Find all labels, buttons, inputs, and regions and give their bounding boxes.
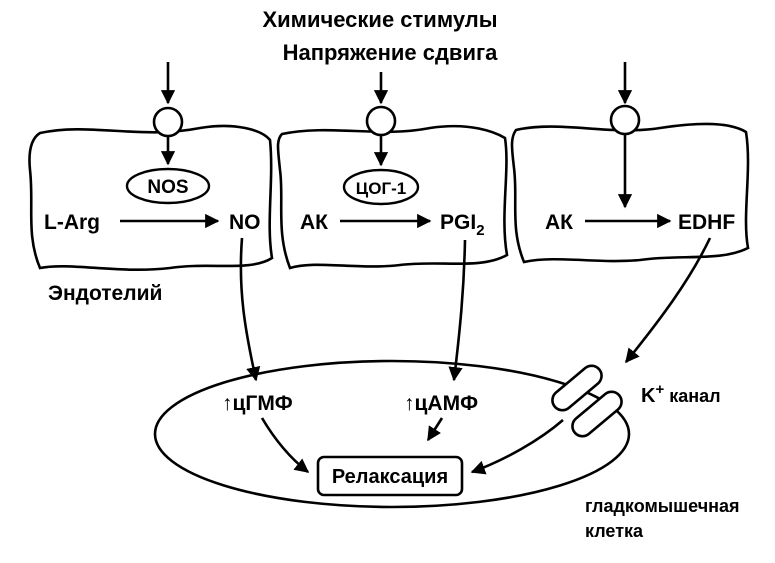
ak-label-cell2: АК [300, 211, 328, 234]
no-label: NO [229, 211, 261, 234]
cox1-enzyme-oval [342, 168, 420, 206]
receptor-circle-1 [152, 106, 184, 138]
receptor-circle-3 [609, 104, 641, 136]
edhf-to-k-channel-arrow [624, 237, 712, 364]
cgmp-to-relaxation-arrow [260, 417, 310, 474]
no-to-cgmp-arrow [239, 237, 261, 382]
endothelial-cell-2 [276, 124, 509, 270]
k-channel-lower [571, 390, 623, 438]
camp-to-relaxation-arrow [426, 417, 444, 442]
title-line-2: Напряжение сдвига [283, 40, 499, 65]
cgmp-label: ↑цГМФ [222, 392, 293, 415]
smooth-muscle-label-line-1: гладкомышечная [585, 496, 740, 516]
pgi2-label: PGI2 [440, 211, 485, 239]
receptor-circle-2 [365, 105, 397, 137]
k-channel-to-relaxation-arrow [470, 419, 564, 475]
k-channel-label: K+ канал [641, 381, 721, 407]
l-arg-label: L-Arg [44, 211, 100, 234]
endothelial-cell-3 [510, 122, 750, 264]
pgi2-to-camp-arrow [448, 239, 467, 382]
relaxation-label: Релаксация [332, 466, 448, 488]
relaxation-box [316, 455, 464, 497]
endothelium-label: Эндотелий [48, 282, 162, 305]
title-line-1: Химические стимулы [262, 7, 497, 32]
cox1-enzyme-label: ЦОГ-1 [356, 179, 406, 198]
ak-label-cell3: АК [545, 211, 573, 234]
edhf-label: EDHF [678, 211, 735, 234]
smooth-muscle-label-line-2: клетка [585, 521, 644, 541]
smooth-muscle-cell [153, 359, 631, 509]
nos-enzyme-oval [125, 167, 211, 205]
k-channel-upper [551, 364, 603, 412]
camp-label: ↑цАМФ [404, 392, 478, 415]
endothelial-cell-1 [28, 124, 274, 271]
nos-enzyme-label: NOS [147, 177, 188, 198]
